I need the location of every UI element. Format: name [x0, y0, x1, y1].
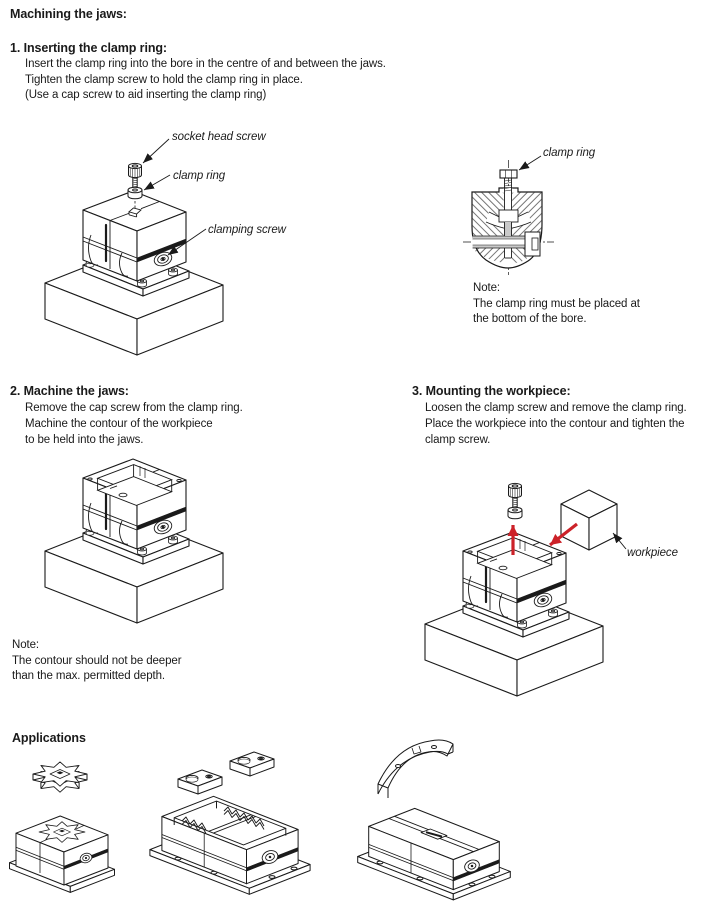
figure-application-plates — [149, 751, 311, 895]
leader-arrows — [142, 138, 207, 256]
note-bore: Note: The clamp ring must be placed at t… — [473, 281, 640, 328]
step2-heading: 2. Machine the jaws: — [10, 384, 129, 398]
leader-socket-head-screw — [142, 138, 170, 164]
step1-text: Insert the clamp ring into the bore in t… — [25, 57, 386, 104]
step1-line1: Insert the clamp ring into the bore in t… — [25, 58, 386, 70]
page-title: Machining the jaws: — [10, 7, 127, 21]
step3-line1: Loosen the clamp screw and remove the cl… — [425, 402, 687, 414]
note-depth: Note: The contour should not be deeper t… — [12, 638, 182, 685]
note-depth-title: Note: — [12, 639, 39, 651]
step2-line3: to be held into the jaws. — [25, 434, 144, 446]
figure-insert-clamp-ring — [33, 138, 333, 376]
label-clamping-screw: clamping screw — [208, 224, 286, 236]
step3-line3: clamp screw. — [425, 434, 491, 446]
note-bore-line1: The clamp ring must be placed at — [473, 297, 640, 310]
step1-line2: Tighten the clamp screw to hold the clam… — [25, 73, 303, 86]
step2-line2: Machine the contour of the workpiece — [25, 418, 213, 430]
step3-heading: 3. Mounting the workpiece: — [412, 384, 571, 398]
step2-text: Remove the cap screw from the clamp ring… — [25, 400, 243, 448]
figure-application-curved-part — [357, 739, 511, 901]
applications-heading: Applications — [12, 731, 86, 745]
label-clamp-ring-section: clamp ring — [543, 147, 596, 159]
step1-line3: (Use a cap screw to aid inserting the cl… — [25, 89, 267, 101]
note-depth-line1: The contour should not be deeper — [12, 654, 182, 667]
step1-heading: 1. Inserting the clamp ring: — [10, 41, 167, 55]
note-bore-line2: the bottom of the bore. — [473, 313, 587, 325]
leader-workpiece — [612, 532, 627, 550]
leader-clamping-screw — [167, 228, 207, 256]
label-workpiece: workpiece — [627, 547, 678, 559]
figure-application-square-part — [9, 761, 115, 893]
figure-mount-workpiece — [405, 482, 627, 707]
step3-text: Loosen the clamp screw and remove the cl… — [425, 400, 687, 448]
label-socket-head-screw: socket head screw — [172, 131, 266, 143]
note-bore-title: Note: — [473, 282, 500, 294]
insert-workpiece-arrow — [549, 522, 578, 547]
leader-clamp-ring-section — [518, 155, 542, 171]
step2-line1: Remove the cap screw from the clamp ring… — [25, 402, 243, 414]
figure-section-view — [463, 155, 554, 275]
figure-machined-jaws — [30, 453, 250, 638]
note-depth-line2: than the max. permitted depth. — [12, 670, 165, 682]
step3-line2: Place the workpiece into the contour and… — [425, 418, 685, 430]
label-clamp-ring: clamp ring — [173, 170, 226, 182]
leader-clamp-ring — [143, 174, 171, 191]
